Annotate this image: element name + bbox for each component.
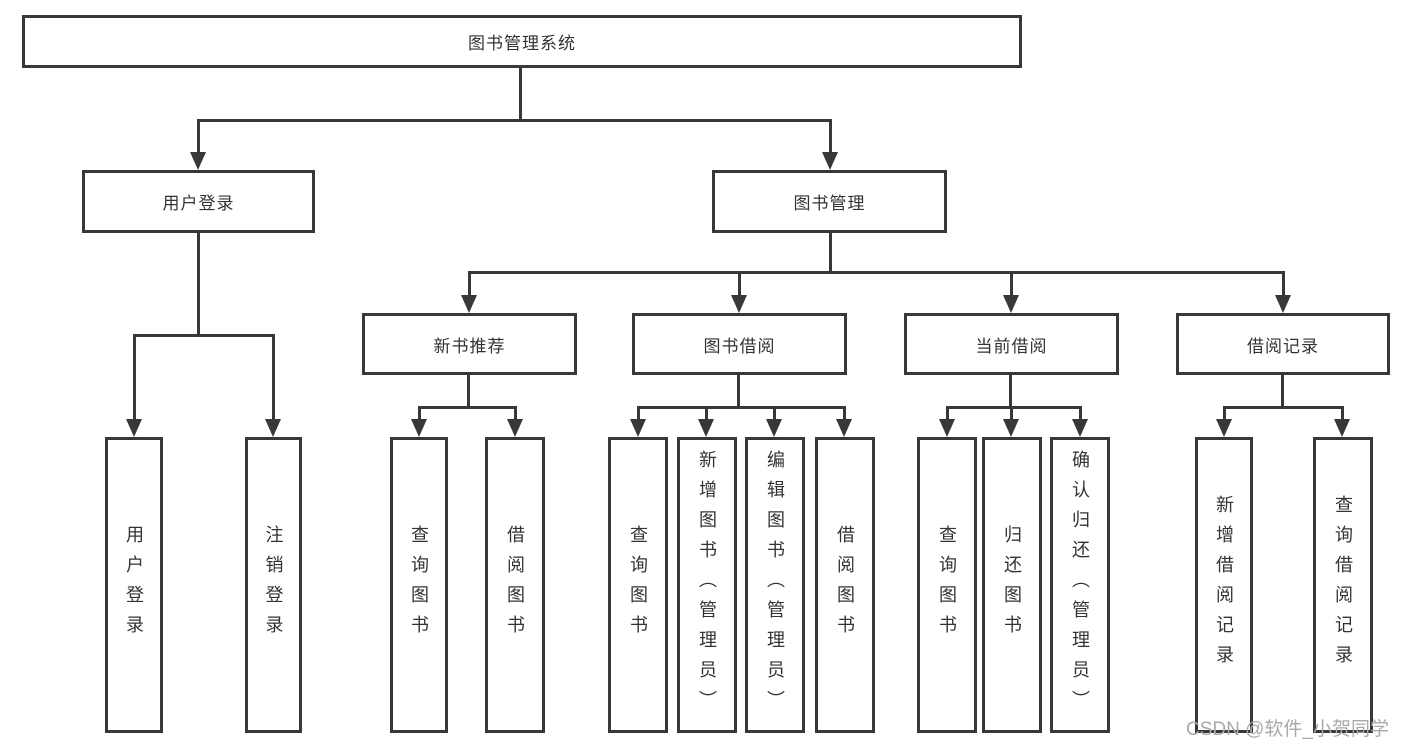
arrowhead-records — [1275, 295, 1291, 313]
leaf-cb-query-books: 查询图书 — [917, 437, 977, 733]
leaf-bw-edit-books-admin: 编辑图书（管理员） — [745, 437, 805, 733]
leaf-label: 用户登录 — [124, 525, 144, 645]
leaf-label: 查询图书 — [409, 525, 429, 645]
connector-drop-nb-1 — [418, 406, 421, 420]
connector-drop-current — [1010, 271, 1013, 297]
leaf-label: 新增借阅记录 — [1214, 495, 1234, 675]
leaf-label: 编辑图书（管理员） — [765, 450, 785, 720]
arrowhead-new-books — [461, 295, 477, 313]
node-library-system: 图书管理系统 — [22, 15, 1022, 68]
connector-drop-new-books — [468, 271, 471, 297]
node-borrow-records: 借阅记录 — [1176, 313, 1390, 375]
connector-current-stem — [1009, 375, 1012, 408]
connector-level2-rail — [197, 119, 832, 122]
leaf-label: 确认归还（管理员） — [1070, 450, 1090, 720]
arrowhead-bw-4 — [836, 419, 852, 437]
node-label: 图书管理系统 — [468, 34, 576, 53]
node-book-mgmt: 图书管理 — [712, 170, 947, 233]
leaf-user-login: 用户登录 — [105, 437, 163, 733]
arrowhead-ul-2 — [265, 419, 281, 437]
connector-drop-user-login — [197, 119, 200, 154]
arrowhead-ul-1 — [126, 419, 142, 437]
connector-new-books-rail — [418, 406, 517, 409]
arrowhead-current — [1003, 295, 1019, 313]
connector-user-login-rail — [133, 334, 275, 337]
connector-book-mgmt-stem — [829, 233, 832, 273]
node-label: 当前借阅 — [975, 336, 1048, 356]
arrowhead-bw-1 — [630, 419, 646, 437]
leaf-cb-return-books: 归还图书 — [982, 437, 1042, 733]
connector-borrow-stem — [737, 375, 740, 408]
arrowhead-nb-1 — [411, 419, 427, 437]
connector-level3-rail — [468, 271, 1285, 274]
leaf-label: 借阅图书 — [835, 525, 855, 645]
connector-drop-cb-2 — [1010, 406, 1013, 420]
connector-drop-cb-3 — [1079, 406, 1082, 420]
connector-drop-nb-2 — [514, 406, 517, 420]
arrowhead-br-1 — [1216, 419, 1232, 437]
leaf-nb-borrow-books: 借阅图书 — [485, 437, 545, 733]
leaf-bw-add-books-admin: 新增图书（管理员） — [677, 437, 737, 733]
connector-user-login-stem — [197, 233, 200, 337]
connector-drop-br-1 — [1223, 406, 1226, 420]
leaf-nb-query-books: 查询图书 — [390, 437, 448, 733]
node-label: 新书推荐 — [433, 336, 506, 356]
connector-drop-ul-1 — [133, 334, 136, 420]
connector-new-books-stem — [467, 375, 470, 408]
connector-records-stem — [1281, 375, 1284, 408]
connector-drop-bw-4 — [843, 406, 846, 420]
leaf-label: 归还图书 — [1002, 525, 1022, 645]
arrowhead-cb-2 — [1003, 419, 1019, 437]
leaf-label: 查询借阅记录 — [1333, 495, 1353, 675]
leaf-label: 查询图书 — [628, 525, 648, 645]
connector-drop-bw-1 — [637, 406, 640, 420]
connector-drop-book-mgmt — [829, 119, 832, 154]
arrowhead-cb-3 — [1072, 419, 1088, 437]
connector-drop-records — [1282, 271, 1285, 297]
node-current-borrow: 当前借阅 — [904, 313, 1119, 375]
leaf-br-query-record: 查询借阅记录 — [1313, 437, 1373, 733]
connector-records-rail — [1223, 406, 1344, 409]
connector-drop-bw-3 — [773, 406, 776, 420]
connector-drop-br-2 — [1341, 406, 1344, 420]
node-new-books: 新书推荐 — [362, 313, 577, 375]
arrowhead-bw-3 — [766, 419, 782, 437]
connector-root-stem — [519, 67, 522, 121]
arrowhead-borrow — [731, 295, 747, 313]
arrowhead-nb-2 — [507, 419, 523, 437]
connector-current-rail — [946, 406, 1082, 409]
leaf-bw-borrow-books: 借阅图书 — [815, 437, 875, 733]
leaf-br-add-record: 新增借阅记录 — [1195, 437, 1253, 733]
leaf-label: 新增图书（管理员） — [697, 450, 717, 720]
node-user-login: 用户登录 — [82, 170, 315, 233]
leaf-cb-confirm-return-admin: 确认归还（管理员） — [1050, 437, 1110, 733]
leaf-logout: 注销登录 — [245, 437, 302, 733]
leaf-label: 查询图书 — [937, 525, 957, 645]
leaf-label: 注销登录 — [263, 525, 284, 645]
node-label: 用户登录 — [162, 194, 235, 213]
connector-drop-cb-1 — [946, 406, 949, 420]
leaf-label: 借阅图书 — [505, 525, 525, 645]
csdn-watermark: CSDN @软件_小贺同学 — [1186, 719, 1389, 740]
connector-drop-ul-2 — [272, 334, 275, 420]
leaf-bw-query-books: 查询图书 — [608, 437, 668, 733]
connector-drop-bw-2 — [705, 406, 708, 420]
arrowhead-user-login — [190, 152, 206, 170]
arrowhead-br-2 — [1334, 419, 1350, 437]
connector-borrow-rail — [637, 406, 846, 409]
connector-drop-borrow — [738, 271, 741, 297]
node-label: 图书管理 — [793, 194, 866, 213]
node-book-borrow: 图书借阅 — [632, 313, 847, 375]
arrowhead-bw-2 — [698, 419, 714, 437]
arrowhead-cb-1 — [939, 419, 955, 437]
arrowhead-book-mgmt — [822, 152, 838, 170]
node-label: 图书借阅 — [703, 336, 776, 356]
node-label: 借阅记录 — [1247, 336, 1319, 356]
